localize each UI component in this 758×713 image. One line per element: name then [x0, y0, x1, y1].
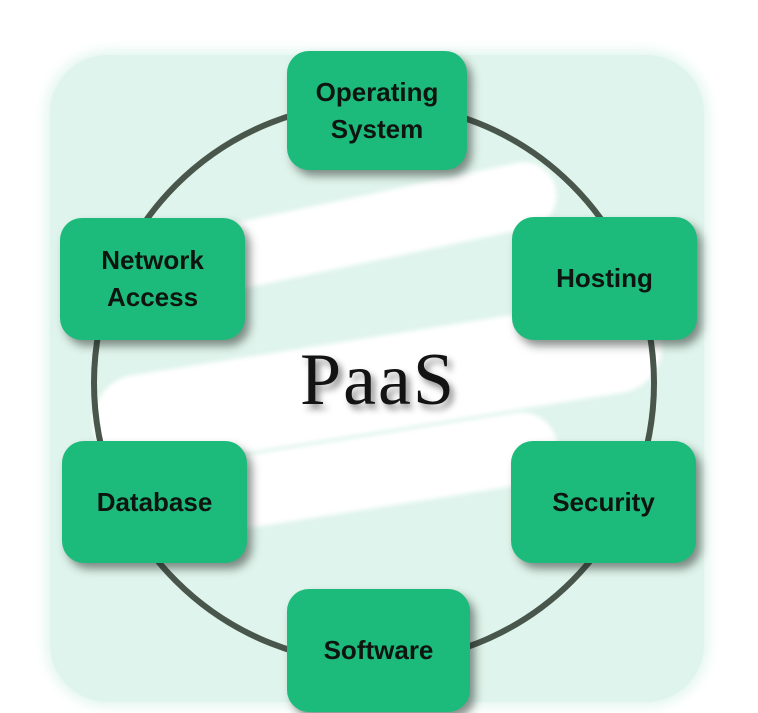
node-hosting: Hosting [512, 217, 697, 340]
node-database: Database [62, 441, 247, 563]
node-label: Security [552, 486, 655, 517]
node-operating-system: Operating System [287, 51, 467, 170]
center-title: PaaS [300, 339, 456, 421]
node-label: Operating System [315, 76, 439, 144]
node-label: Database [96, 486, 213, 517]
node-security: Security [511, 441, 696, 563]
node-software: Software [287, 589, 470, 712]
node-network-access: Network Access [60, 218, 245, 340]
node-label: Hosting [556, 263, 653, 294]
node-label: Network Access [101, 245, 204, 312]
node-label: Software [323, 635, 434, 666]
